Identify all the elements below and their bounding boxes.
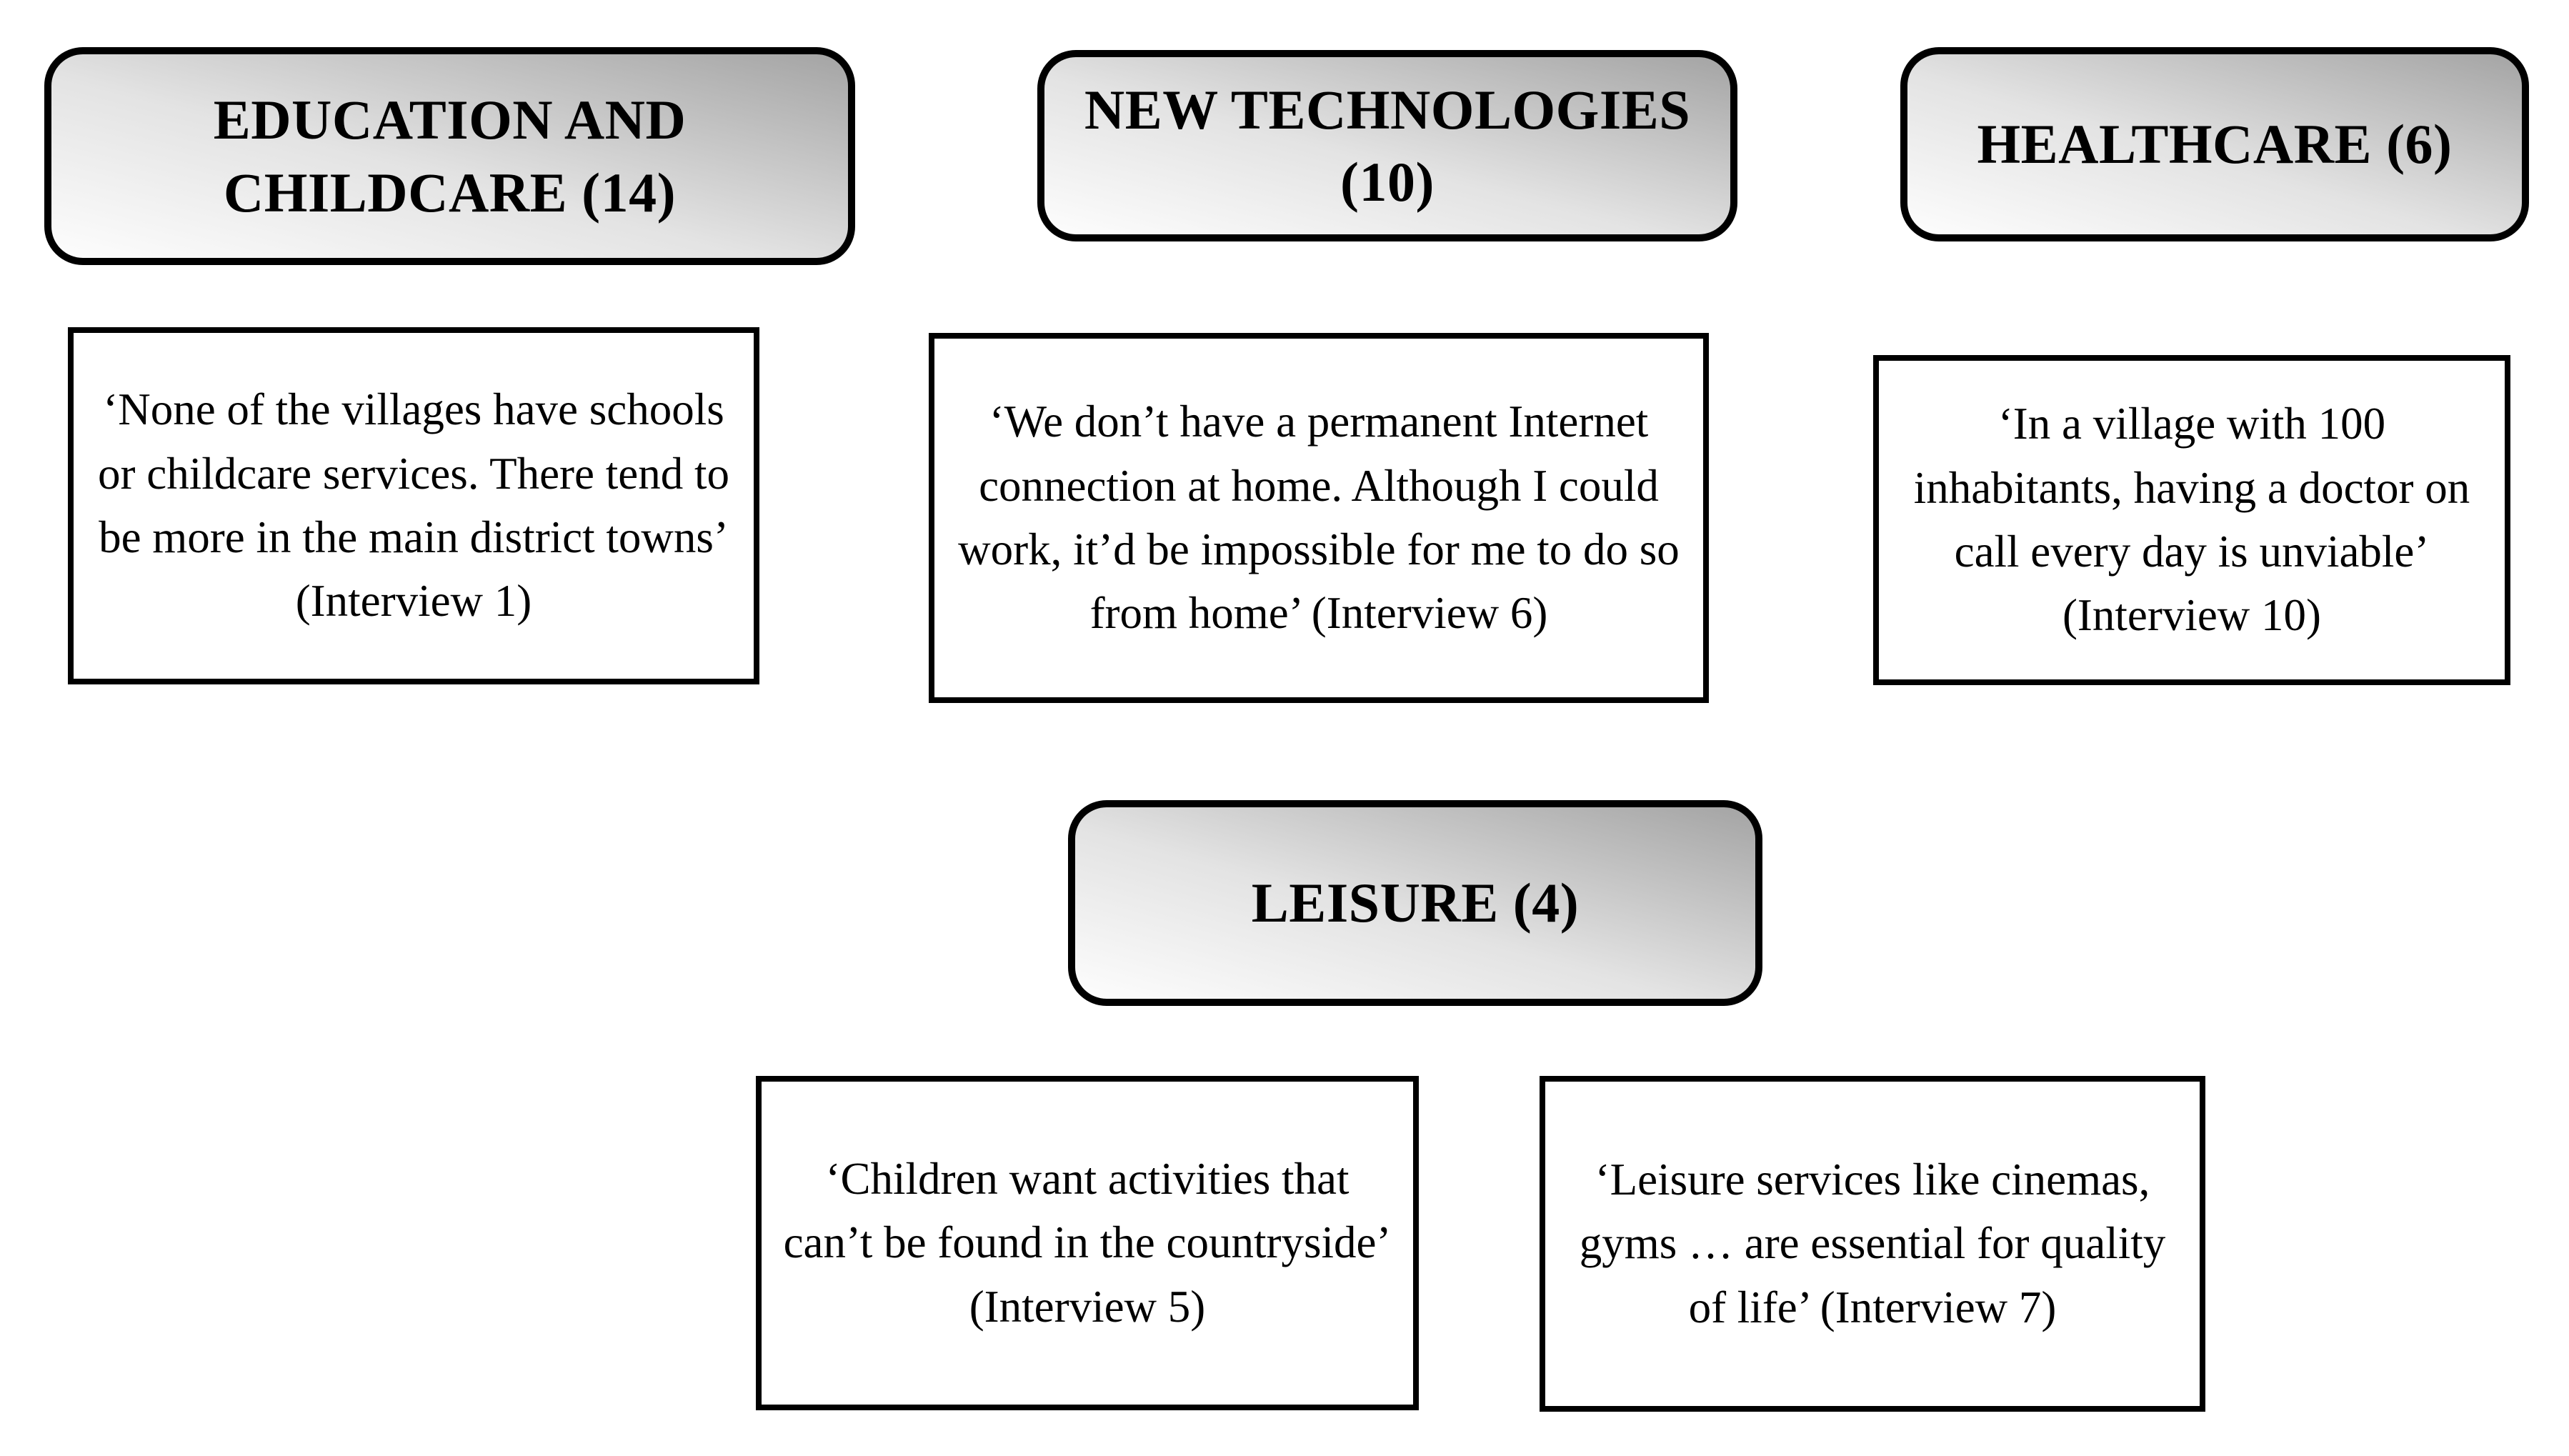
quote-leisure-children-text: ‘Children want activities that can’t be … [783, 1153, 1392, 1332]
quote-box-leisure-children: ‘Children want activities that can’t be … [756, 1076, 1419, 1410]
quote-education-text: ‘None of the villages have schools or ch… [98, 384, 729, 627]
theme-header-leisure: LEISURE (4) [1068, 800, 1762, 1006]
theme-header-new-technologies-label: NEW TECHNOLOGIES (10) [1084, 78, 1691, 213]
theme-header-education-childcare: EDUCATION AND CHILDCARE (14) [44, 47, 855, 265]
quote-box-leisure-services: ‘Leisure services like cinemas, gyms … a… [1540, 1076, 2205, 1412]
theme-header-education-childcare-label: EDUCATION AND CHILDCARE (14) [213, 89, 687, 224]
quote-box-education: ‘None of the villages have schools or ch… [68, 327, 759, 684]
quote-box-healthcare: ‘In a village with 100 inhabitants, havi… [1873, 355, 2510, 685]
theme-header-healthcare-label: HEALTHCARE (6) [1977, 113, 2453, 176]
quote-new-technologies-text: ‘We don’t have a permanent Internet conn… [958, 397, 1680, 639]
quote-leisure-services-text: ‘Leisure services like cinemas, gyms … a… [1579, 1154, 2166, 1332]
theme-header-new-technologies: NEW TECHNOLOGIES (10) [1037, 50, 1737, 241]
quote-box-new-technologies: ‘We don’t have a permanent Internet conn… [929, 333, 1709, 703]
theme-header-leisure-label: LEISURE (4) [1251, 872, 1580, 934]
quote-healthcare-text: ‘In a village with 100 inhabitants, havi… [1913, 399, 2470, 641]
theme-header-healthcare: HEALTHCARE (6) [1900, 47, 2529, 241]
